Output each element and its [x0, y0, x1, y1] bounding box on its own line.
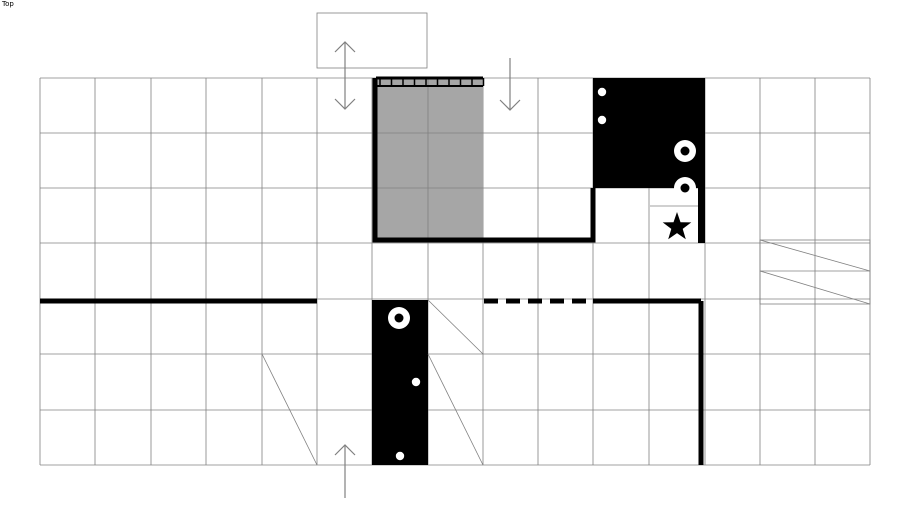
ring-marker-b-inner [680, 183, 690, 193]
star-icon [662, 212, 692, 240]
dot-marker-d [395, 451, 405, 461]
ring-marker-a-inner [680, 146, 690, 156]
ring-marker-icon [388, 140, 696, 329]
diagonal-lines [261, 299, 484, 466]
black-room-top-right [593, 78, 705, 243]
overhead-box [316, 12, 428, 69]
shaded-block-lines [375, 78, 483, 240]
vent-strip [376, 76, 485, 87]
dot-marker-b [597, 115, 607, 125]
dot-marker-c [411, 377, 421, 387]
up-arrow-icon [334, 444, 356, 498]
dashed-walls [484, 237, 592, 304]
ramp-wedge [759, 239, 871, 305]
down-arrow-icon [499, 58, 521, 111]
up-down-arrow-icon [334, 41, 356, 110]
view-label: Top [2, 0, 14, 8]
ring-marker-c-inner [394, 313, 404, 323]
dot-marker-a [597, 87, 607, 97]
dot-marker-icon [395, 87, 607, 461]
shaded-block [375, 78, 483, 240]
